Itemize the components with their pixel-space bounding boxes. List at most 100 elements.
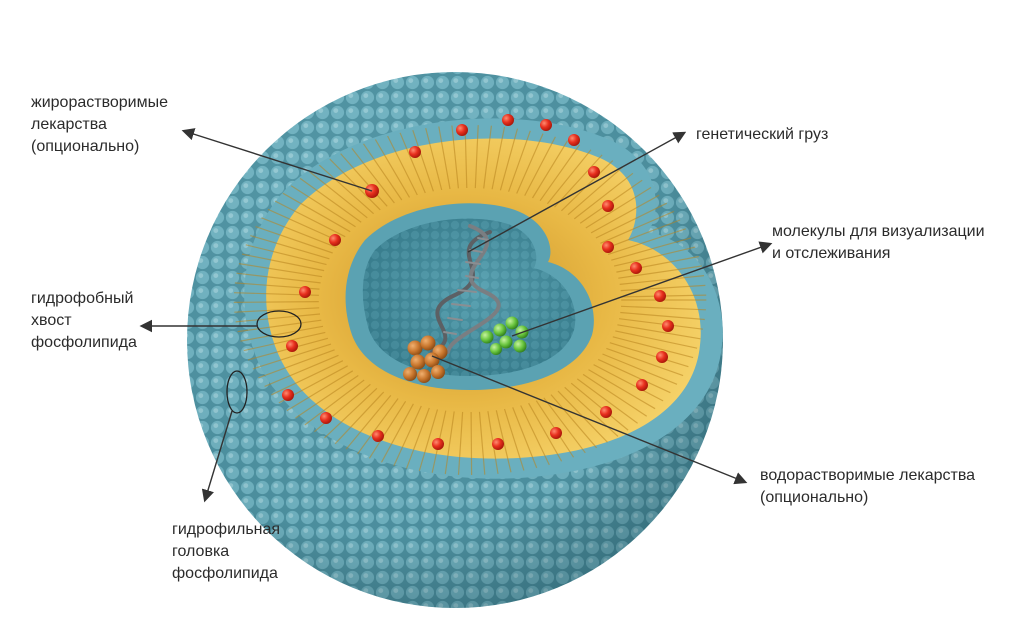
tail-stripe xyxy=(564,386,619,437)
tail-stripe xyxy=(593,364,664,402)
tail-stripe xyxy=(576,378,638,424)
tail-stripe xyxy=(252,343,332,370)
label-hydrophilic-head: гидрофильная головка фосфолипида xyxy=(172,519,280,585)
tail-stripe xyxy=(418,409,439,472)
tail-stripe xyxy=(250,235,330,260)
tail-stripe xyxy=(405,407,430,469)
tail-stripe xyxy=(567,166,624,216)
tail-stripe xyxy=(345,395,392,450)
tail-stripe xyxy=(573,172,634,220)
label-line: лекарства xyxy=(31,116,107,133)
tail-stripe xyxy=(334,391,385,445)
tail-stripe xyxy=(524,136,556,196)
tail-stripe xyxy=(438,126,451,190)
tail-stripe xyxy=(399,132,426,194)
tail-stripe xyxy=(309,171,368,219)
tail-stripe xyxy=(620,284,706,292)
water-soluble-drug-cluster xyxy=(403,335,448,383)
tail-stripe xyxy=(495,410,512,473)
label-fat-soluble-drugs: жирорастворимые лекарства (опционально) xyxy=(31,92,168,158)
tail-stripe xyxy=(380,403,414,463)
tail-stripe xyxy=(245,244,327,266)
tail-stripe xyxy=(258,349,335,379)
tail-stripe xyxy=(274,200,346,238)
tail-stripe xyxy=(451,125,459,189)
label-genetic-cargo: генетический груз xyxy=(696,124,828,146)
tail-stripe xyxy=(604,219,681,250)
tail-stripe xyxy=(340,153,388,207)
tail-stripe xyxy=(620,311,705,321)
label-line: и отслеживания xyxy=(772,245,891,262)
tail-stripe xyxy=(478,411,486,475)
tail-stripe xyxy=(314,383,371,433)
tail-highlight-ellipse xyxy=(256,310,302,338)
tail-stripe xyxy=(286,370,354,412)
tail-stripe xyxy=(393,405,422,466)
label-line: гидрофобный xyxy=(31,290,134,307)
label-line: головка xyxy=(172,543,230,560)
tail-stripe xyxy=(255,226,333,254)
tail-stripe xyxy=(237,319,322,333)
tail-stripe xyxy=(508,130,531,192)
tail-stripe xyxy=(299,177,362,223)
tail-stripe xyxy=(539,144,580,202)
tail-stripe xyxy=(585,186,652,229)
tail-stripe xyxy=(616,255,699,273)
dna-helix-icon xyxy=(430,224,501,354)
tail-stripe xyxy=(425,127,443,191)
tail-stripe xyxy=(554,154,603,208)
tail-stripe xyxy=(602,353,678,385)
tail-stripe xyxy=(329,158,381,211)
tail-stripe xyxy=(619,318,703,330)
tail-stripe xyxy=(512,407,538,469)
label-line: (опционально) xyxy=(760,489,869,506)
tail-stripe xyxy=(470,411,473,476)
tail-stripe xyxy=(282,192,351,233)
tracer-molecules xyxy=(480,316,529,355)
tail-stripe xyxy=(304,379,365,426)
tail-stripe xyxy=(457,411,464,475)
tail-stripe xyxy=(368,400,407,459)
fat-soluble-drug-beads xyxy=(282,114,674,450)
tail-stripe xyxy=(588,369,656,410)
tail-stripe xyxy=(619,275,705,285)
tail-stripe xyxy=(483,125,492,189)
label-water-soluble-drugs: водорастворимые лекарства (опционально) xyxy=(760,465,975,509)
tail-stripe xyxy=(240,325,324,342)
label-line: жирорастворимые xyxy=(31,94,169,111)
tail-stripe xyxy=(620,305,706,311)
tail-stripe xyxy=(609,342,689,368)
tail-stripe xyxy=(464,124,468,189)
label-line: генетический груз xyxy=(696,126,829,143)
tail-stripe xyxy=(615,330,698,349)
tail-stripe xyxy=(351,148,395,204)
tail-stripe xyxy=(241,253,325,272)
tail-stripe xyxy=(617,324,701,340)
tail-stripe xyxy=(236,272,321,284)
tail-stripe xyxy=(491,126,506,190)
tail-stripe xyxy=(611,237,692,261)
tail-stripe xyxy=(503,408,525,471)
arrow-icon xyxy=(139,128,773,503)
tail-stripe xyxy=(261,217,337,248)
label-line: фосфолипида xyxy=(31,334,137,351)
tail-stripe xyxy=(295,375,359,419)
tail-stripe xyxy=(600,210,675,244)
tail-stripe xyxy=(516,133,544,194)
tail-stripe xyxy=(474,125,479,189)
tail-stripe xyxy=(590,194,660,234)
label-line: молекулы для визуализации xyxy=(772,223,985,240)
tail-stripe xyxy=(318,164,375,215)
tail-stripe xyxy=(235,313,321,323)
tail-stripe xyxy=(582,373,648,417)
tail-stripe xyxy=(607,228,686,255)
tail-stripe xyxy=(234,307,320,313)
tail-stripe xyxy=(363,143,403,201)
label-visualization-molecules: молекулы для визуализации и отслеживания xyxy=(772,221,985,265)
tail-stripe xyxy=(324,387,378,439)
tail-stripe xyxy=(606,347,684,377)
tail-stripe xyxy=(546,149,592,205)
tail-stripe xyxy=(618,265,702,279)
tail-stripe xyxy=(290,185,356,228)
